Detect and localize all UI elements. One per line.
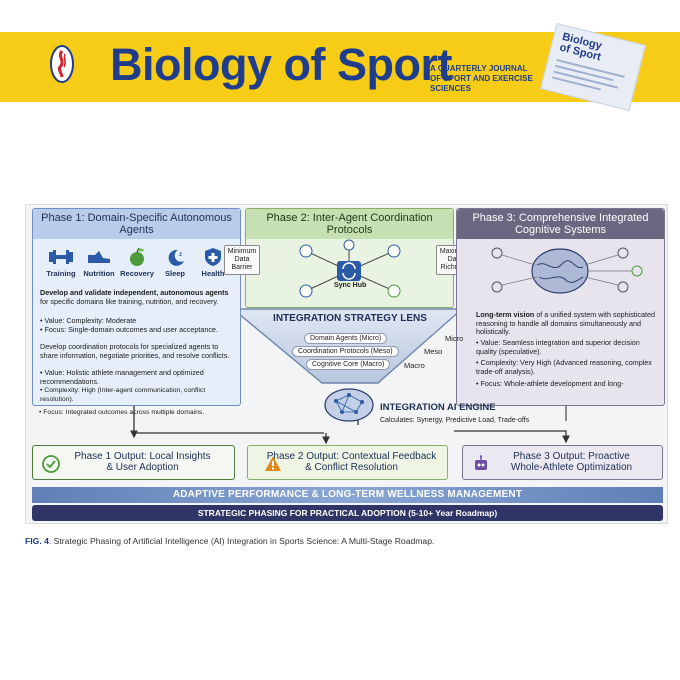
figure-caption-label: FIG. 4 bbox=[25, 536, 49, 546]
phase2-output-box: Phase 2 Output: Contextual Feedback & Co… bbox=[247, 445, 448, 480]
shoe-icon bbox=[88, 251, 110, 263]
integration-ai-engine-title: INTEGRATION AI ENGINE bbox=[380, 402, 496, 413]
phase1-value2-text: Value: Holistic athlete management and o… bbox=[40, 368, 204, 386]
icon-label: Sleep bbox=[164, 269, 185, 278]
integration-ai-engine-subtitle: Calculates: Synergy, Predictive Load, Tr… bbox=[380, 417, 530, 424]
icon-label: Health bbox=[201, 269, 225, 278]
phase1-icon-row: Training Nutrition Recovery z Sleep Heal… bbox=[41, 247, 236, 287]
phase2-panel: Phase 2: Inter-Agent Coordination Protoc… bbox=[245, 208, 454, 308]
sync-hub-label: Sync Hub bbox=[334, 282, 367, 289]
phase1-complexity2: • Complexity: High (Inter-agent communic… bbox=[40, 387, 206, 403]
moon-sleep-icon: z bbox=[168, 249, 184, 266]
phase3-lead: Long-term vision of a unified system wit… bbox=[476, 310, 656, 337]
brain-network-icon bbox=[491, 247, 643, 294]
journal-subtitle: A QUARTERLY JOURNAL OF SPORT AND EXERCIS… bbox=[430, 64, 533, 93]
icon-item-training: Training bbox=[41, 247, 81, 278]
scope-micro: Micro bbox=[445, 334, 464, 343]
icon-label: Nutrition bbox=[83, 269, 115, 278]
phase3-value-text: Value: Seamless integration and superior… bbox=[476, 338, 640, 356]
phase1-lead-bold: Develop and validate independent, autono… bbox=[40, 288, 229, 297]
adaptive-performance-band: ADAPTIVE PERFORMANCE & LONG-TERM WELLNES… bbox=[32, 487, 663, 503]
icon-item-sleep: z Sleep bbox=[155, 247, 195, 278]
sync-hub-network-icon bbox=[299, 239, 401, 298]
ai-engine-brain-icon bbox=[324, 388, 374, 422]
apple-icon bbox=[130, 247, 144, 266]
phase3-output-line2: Whole-Athlete Optimization bbox=[510, 462, 633, 473]
strategic-phasing-band: STRATEGIC PHASING FOR PRACTICAL ADOPTION… bbox=[32, 505, 663, 521]
phase1-complexity2-text: Complexity: High (Inter-agent communicat… bbox=[40, 387, 206, 403]
lens-pill-micro: Domain Agents (Micro) bbox=[304, 333, 388, 344]
phase1-para2: Develop coordination protocols for speci… bbox=[40, 342, 230, 360]
phase3-lead-rest: of a unified system with sophisticated r… bbox=[476, 310, 655, 337]
phase2-output-line1: Phase 2 Output: Contextual Feedback bbox=[266, 451, 437, 462]
icon-item-health: Health bbox=[193, 247, 233, 278]
phase3-panel: Phase 3: Comprehensive Integrated Cognit… bbox=[456, 208, 665, 406]
phase3-title: Phase 3: Comprehensive Integrated Cognit… bbox=[457, 209, 664, 239]
journal-logo-icon bbox=[50, 45, 74, 83]
phase1-value-text: Value: Complexity: Moderate bbox=[44, 316, 137, 325]
phase1-value: • Value: Complexity: Moderate bbox=[40, 316, 137, 325]
robot-icon bbox=[475, 455, 487, 470]
dumbbell-icon bbox=[49, 250, 73, 264]
minimum-data-barrier: Minimum Data Barrier bbox=[224, 245, 260, 275]
phase1-focus: • Focus: Single-domain outcomes and user… bbox=[40, 325, 218, 334]
check-circle-icon bbox=[42, 455, 60, 473]
phase1-focus-text: Focus: Single-domain outcomes and user a… bbox=[44, 325, 218, 334]
scope-meso: Meso bbox=[424, 347, 443, 356]
phase1-lead-rest: for specific domains like training, nutr… bbox=[40, 296, 219, 306]
icon-label: Training bbox=[46, 269, 76, 278]
phase3-focus-text: Focus: Whole-athlete development and lon… bbox=[480, 379, 624, 388]
integration-strategy-lens-title: INTEGRATION STRATEGY LENS bbox=[273, 313, 427, 324]
health-shield-icon bbox=[205, 248, 221, 266]
phase3-lead-bold: Long-term vision bbox=[476, 310, 535, 319]
phase1-lead: Develop and validate independent, autono… bbox=[40, 288, 233, 306]
svg-text:z: z bbox=[179, 252, 182, 258]
icon-label: Recovery bbox=[120, 269, 154, 278]
figure-caption-text: . Strategic Phasing of Artificial Intell… bbox=[48, 536, 435, 546]
phase3-complexity: • Complexity: Very High (Advanced reason… bbox=[476, 358, 652, 376]
phase1-title: Phase 1: Domain-Specific Autonomous Agen… bbox=[33, 209, 240, 239]
phase1-value2: • Value: Holistic athlete management and… bbox=[40, 368, 204, 386]
phase1-output-box: Phase 1 Output: Local Insights & User Ad… bbox=[32, 445, 235, 480]
journal-title: Biology of Sport bbox=[110, 39, 452, 90]
icon-item-recovery: Recovery bbox=[117, 247, 157, 278]
warning-icon bbox=[265, 456, 281, 471]
phase3-output-line1: Phase 3 Output: Proactive bbox=[513, 451, 630, 462]
phase3-complexity-text: Complexity: Very High (Advanced reasonin… bbox=[476, 358, 652, 376]
phase1-focus2: • Focus: Integrated outcomes across mult… bbox=[39, 409, 205, 416]
phase1-output-line2: & User Adoption bbox=[106, 462, 179, 473]
lens-pill-meso: Coordination Protocols (Meso) bbox=[292, 346, 399, 357]
phase3-value: • Value: Seamless integration and superi… bbox=[476, 338, 640, 356]
lens-pill-macro: Cognitive Core (Macro) bbox=[306, 359, 391, 370]
icon-item-nutrition: Nutrition bbox=[79, 247, 119, 278]
phase1-output-line1: Phase 1 Output: Local Insights bbox=[74, 451, 211, 462]
figure-caption: FIG. 4. Strategic Phasing of Artificial … bbox=[25, 536, 665, 546]
scope-macro: Macro bbox=[404, 361, 425, 370]
phase2-output-line2: & Conflict Resolution bbox=[305, 462, 398, 473]
phase3-output-box: Phase 3 Output: Proactive Whole-Athlete … bbox=[462, 445, 663, 480]
phase1-panel: Phase 1: Domain-Specific Autonomous Agen… bbox=[32, 208, 241, 406]
cover-title: Biology of Sport bbox=[558, 31, 604, 64]
phase1-focus2-text: Focus: Integrated outcomes across multip… bbox=[43, 409, 205, 416]
roadmap-figure: Phase 1: Domain-Specific Autonomous Agen… bbox=[25, 204, 668, 524]
phase3-focus: • Focus: Whole-athlete development and l… bbox=[476, 379, 624, 388]
phase2-title: Phase 2: Inter-Agent Coordination Protoc… bbox=[246, 209, 453, 239]
